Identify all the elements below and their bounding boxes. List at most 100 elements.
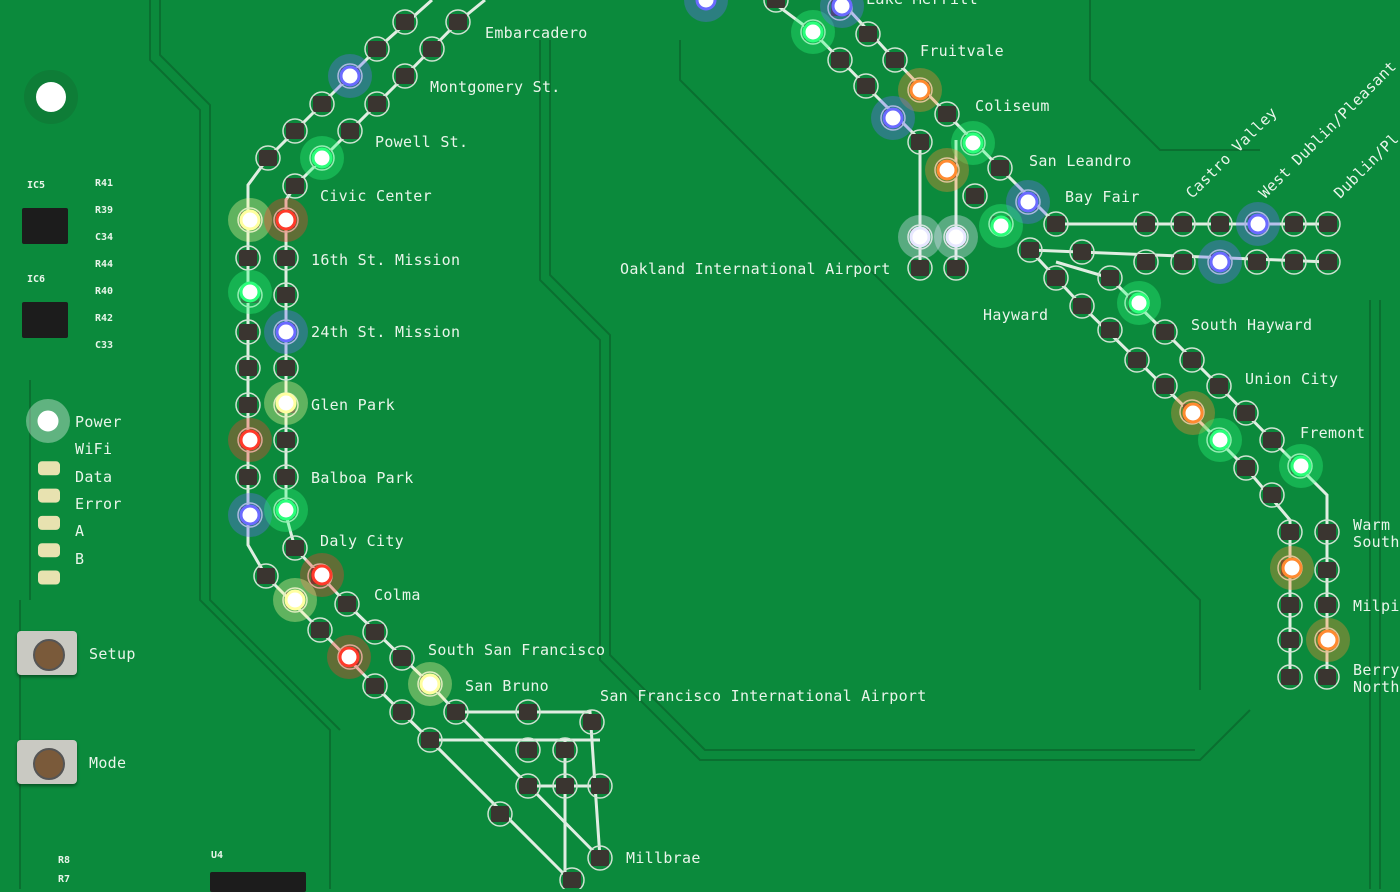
led-pad [1244,249,1270,275]
led-chip [1263,432,1281,448]
led-pad [962,183,988,209]
led-chip [911,260,929,276]
led-chip [859,26,877,42]
led-lit [339,65,361,87]
led-pad [389,645,415,671]
led-chip [1210,378,1228,394]
led-pad [1069,239,1095,265]
led-pad [255,145,281,171]
led-chip [311,622,329,638]
led-chip [366,678,384,694]
station-label: Berry [1353,661,1400,679]
led-pad [1315,211,1341,237]
led-lit [284,589,306,611]
label-r39: R39 [95,205,114,216]
led-chip [277,287,295,303]
led-pad [1207,211,1233,237]
led-chip [1248,254,1266,270]
led-pad [853,73,879,99]
led-pad [1281,249,1307,275]
led-pad [579,709,605,735]
led-chip [1281,669,1299,685]
led-chip [1281,597,1299,613]
led-lit [909,79,931,101]
led-pad [1043,211,1069,237]
led-chip [393,704,411,720]
led-pad [235,464,261,490]
led-pad [827,47,853,73]
led-lit [311,147,333,169]
led-pad [273,464,299,490]
led-pad [235,245,261,271]
led-pad [334,591,360,617]
led-pad [1233,400,1259,426]
station-label: Oakland International Airport [620,260,891,278]
led-pad [392,63,418,89]
led-lit [239,209,261,231]
led-lit [1182,402,1204,424]
mode-label: Mode [89,754,127,772]
led-chip [368,96,386,112]
led-pad [1277,627,1303,653]
led-chip [1174,216,1192,232]
led-chip [991,160,1009,176]
led-pad [309,91,335,117]
led-chip [1156,324,1174,340]
led-lit [275,321,297,343]
led-chip [286,123,304,139]
station-label: 24th St. Mission [311,323,461,341]
led-chip [1285,216,1303,232]
station-label: Daly City [320,532,404,550]
led-chip [1101,270,1119,286]
led-pad [1170,211,1196,237]
led-lit [239,504,261,526]
led-chip [239,397,257,413]
led-pad [1133,211,1159,237]
mode-button[interactable] [17,740,77,784]
led-pad [515,699,541,725]
setup-button[interactable] [17,631,77,675]
led-pad [1277,664,1303,690]
led-pad [1233,455,1259,481]
led-lit [945,226,967,248]
led-chip [421,732,439,748]
led-pad [389,699,415,725]
led-chip [1137,216,1155,232]
led-pad [1277,592,1303,618]
station-label: Hayward [983,306,1049,324]
led-pad [273,319,299,345]
led-lit [1290,455,1312,477]
led-lit [419,673,441,695]
led-lit [990,215,1012,237]
led-pad [1314,519,1340,545]
led-pad [800,19,826,45]
indicator-label: WiFi [75,440,113,459]
station-label: Fremont [1300,424,1366,442]
led-pad [1314,557,1340,583]
led-pad [237,502,263,528]
led-pad [552,773,578,799]
led-pad [1015,189,1041,215]
station-label: Glen Park [311,396,395,414]
led-pad [309,145,335,171]
label-r44: R44 [95,259,114,270]
led-pad [1017,237,1043,263]
led-lit [275,392,297,414]
station-label: San Bruno [465,677,549,695]
led-chip [341,123,359,139]
led-chip [886,52,904,68]
led-pad [1206,427,1232,453]
led-chip [831,52,849,68]
led-pad [1244,211,1270,237]
station-label: Fruitvale [920,42,1004,60]
led-pad [907,255,933,281]
led-chip [1318,524,1336,540]
led-pad [882,47,908,73]
led-pad [587,773,613,799]
led-chip [1237,460,1255,476]
station-label: Milpit [1353,597,1400,615]
led-pad [1207,249,1233,275]
led-chip [938,106,956,122]
led-chip [393,650,411,666]
